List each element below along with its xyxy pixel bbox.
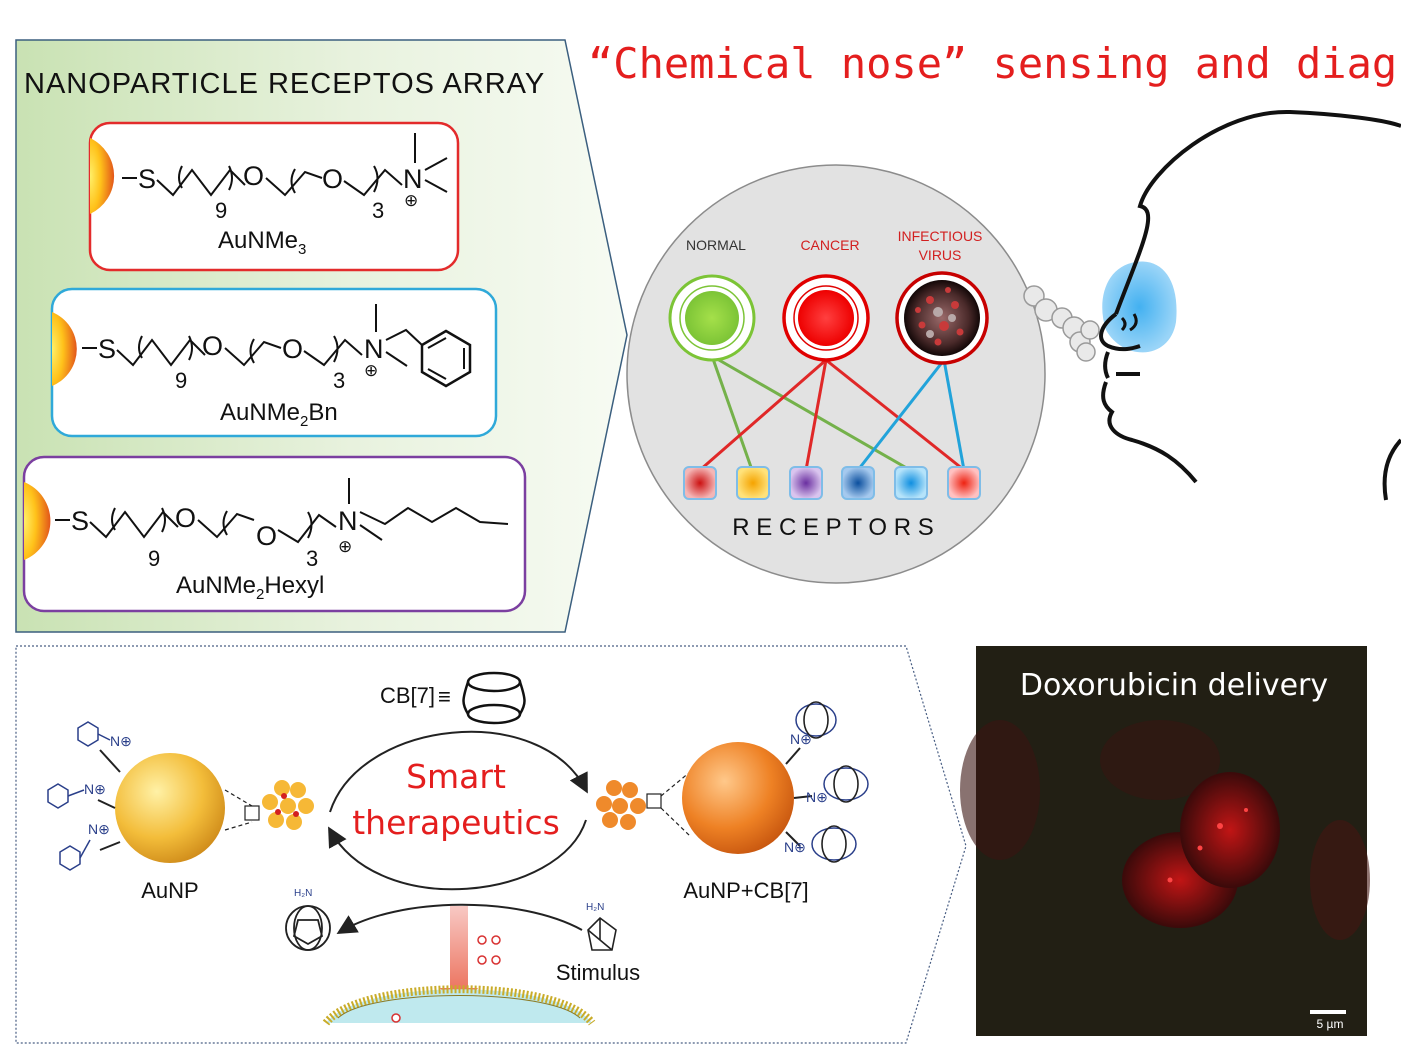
- sulfur-atom: S: [71, 506, 89, 536]
- receptor-row: [683, 466, 981, 500]
- nitrogen-atom: N: [403, 164, 423, 194]
- gold-particle: [24, 482, 51, 560]
- adamantane-icon-right: [587, 916, 617, 951]
- receptor-square: [894, 466, 928, 500]
- doxorubicin-image: Doxorubicin delivery 5 µm: [960, 646, 1370, 1036]
- molecule-card-benzyl: S 9 O O 3 N ⊕ AuNMe2Bn: [50, 287, 498, 438]
- receptors-label: R E C E P T O R S: [732, 514, 933, 541]
- svg-text:AuNMe2Bn: AuNMe2Bn: [220, 399, 338, 430]
- plus-charge: ⊕: [338, 537, 352, 556]
- molecule-label-suffix: Bn: [308, 399, 337, 426]
- oxygen-atom: O: [243, 161, 264, 191]
- breath-bubbles: [1023, 285, 1100, 362]
- nanoparticle-cluster-yellow: [262, 780, 314, 830]
- ammonium-label: N⊕: [806, 789, 828, 805]
- molecule-label-suffix: Hexyl: [264, 572, 324, 599]
- nanoparticle-cluster-orange: [596, 780, 646, 830]
- hexyl-chain: [359, 506, 509, 526]
- benzene-ring: [420, 329, 472, 388]
- array-panel-title: NANOPARTICLE RECEPTOS ARRAY: [24, 68, 545, 100]
- ammonium-label: N⊕: [88, 821, 110, 837]
- amine-label: H₂N: [294, 888, 312, 899]
- sulfur-atom: S: [138, 164, 156, 194]
- sulfur-atom: S: [98, 334, 116, 364]
- molecule-label: AuNMe: [218, 227, 298, 254]
- equiv-sign: ≡: [438, 684, 451, 709]
- adamantane-cb7-complex-icon: [285, 905, 331, 951]
- oxygen-atom: O: [175, 503, 196, 533]
- nitrogen-atom: N: [364, 334, 384, 364]
- sensing-diagram: NORMAL CANCER INFECTIOUS VIRUS: [626, 164, 1046, 584]
- repeat-count-nine: 9: [215, 198, 227, 223]
- aunp-cb7-right: N⊕ N⊕ N⊕ AuNP+CB[7]: [596, 701, 869, 903]
- plus-charge: ⊕: [364, 361, 378, 380]
- receptor-square: [736, 466, 770, 500]
- drug-molecules: [477, 935, 501, 965]
- repeat-count-three: 3: [333, 368, 345, 393]
- molecule-card-hexyl: S 9 O O 3 N ⊕ AuNMe2Hexyl: [22, 455, 527, 613]
- target-label-normal: NORMAL: [686, 237, 746, 253]
- stimulus-label: Stimulus: [556, 960, 640, 985]
- virus-icon: [895, 271, 989, 365]
- array-panel: NANOPARTICLE RECEPTOS ARRAY S 9 O O 3 N …: [15, 39, 628, 633]
- nitrogen-atom: N: [338, 506, 358, 536]
- repeat-count-nine: 9: [148, 546, 160, 571]
- target-label-cancer: CANCER: [800, 237, 859, 253]
- cb7-label: CB[7]: [380, 683, 435, 708]
- molecule-card-trimethyl: S 9 O O 3 N ⊕ AuNMe3: [88, 121, 460, 272]
- oxygen-atom-2: O: [282, 334, 303, 364]
- oxygen-atom-2: O: [322, 164, 343, 194]
- arrow-top-arc: [329, 730, 588, 813]
- ammonium-label: N⊕: [790, 731, 812, 747]
- release-arrow: [450, 906, 468, 990]
- ammonium-label: N⊕: [84, 781, 106, 797]
- molecule-label-sub: 3: [298, 241, 306, 258]
- aunp-left: N⊕ N⊕ N⊕ AuNP: [47, 721, 314, 903]
- gold-particle: [90, 138, 115, 214]
- aunp-cb7-label: AuNP+CB[7]: [683, 878, 808, 903]
- receptor-square: [947, 466, 981, 500]
- therapeutics-panel: CB[7] ≡ Smart therapeutics: [15, 645, 967, 1044]
- plus-charge: ⊕: [404, 191, 418, 210]
- molecule-label: AuNMe: [176, 572, 256, 599]
- face-profile-icon: [1099, 109, 1401, 501]
- molecule-label: AuNMe: [220, 399, 300, 426]
- svg-text:AuNMe3: AuNMe3: [218, 227, 306, 258]
- receptor-square: [683, 466, 717, 500]
- target-label-infectious: INFECTIOUS: [898, 228, 983, 244]
- doxorubicin-title: Doxorubicin delivery: [1020, 668, 1328, 703]
- amine-label: H₂N: [586, 902, 604, 913]
- cancer-cell-icon: [782, 274, 870, 362]
- molecule-label-sub: 2: [256, 586, 264, 603]
- connection-lines: [699, 354, 966, 472]
- target-label-virus: VIRUS: [919, 247, 962, 263]
- stimulus-arrow: [336, 903, 583, 935]
- ammonium-label: N⊕: [110, 733, 132, 749]
- cucurbituril-icon: [462, 671, 526, 725]
- aunp-label: AuNP: [141, 878, 198, 903]
- center-label-therapeutics: therapeutics: [352, 803, 560, 842]
- molecule-label-sub: 2: [300, 413, 308, 430]
- gold-particle: [52, 312, 77, 386]
- ammonium-label: N⊕: [784, 839, 806, 855]
- oxygen-atom-2: O: [256, 521, 277, 551]
- receptor-square: [789, 466, 823, 500]
- oxygen-atom: O: [202, 331, 223, 361]
- arrow-bottom-arc: [328, 819, 587, 891]
- main-title: “Chemical nose” sensing and diagnosis: [588, 39, 1401, 88]
- repeat-count-nine: 9: [175, 368, 187, 393]
- receptor-square: [841, 466, 875, 500]
- scale-bar-label: 5 µm: [1317, 1017, 1344, 1031]
- center-label-smart: Smart: [406, 757, 506, 796]
- svg-text:AuNMe2Hexyl: AuNMe2Hexyl: [176, 572, 324, 603]
- normal-cell-icon: [668, 274, 756, 362]
- repeat-count-three: 3: [306, 546, 318, 571]
- repeat-count-three: 3: [372, 198, 384, 223]
